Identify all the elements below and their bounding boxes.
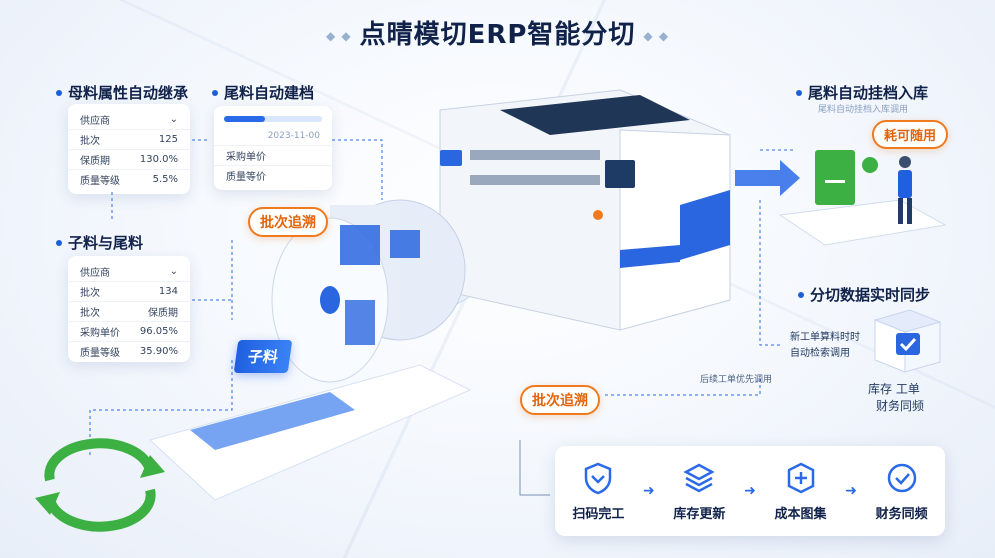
- worker-body: [898, 170, 912, 198]
- chevron-down-icon: ⌄: [169, 114, 178, 125]
- green-bag-icon: [815, 150, 855, 205]
- trace-badge-top: 批次追溯: [248, 207, 328, 237]
- control-panel-screen: [605, 160, 635, 188]
- material-roll: [271, 199, 466, 383]
- connector-line: [519, 440, 550, 496]
- plus-shield-icon: [787, 462, 814, 493]
- section-parent-inherit: 母料属性自动继承: [56, 82, 188, 103]
- bullet-icon: [212, 89, 218, 96]
- tail-warehouse-sub: 尾料自动挂档入库调用: [818, 105, 909, 115]
- finance-check-icon: [887, 463, 916, 492]
- arrow-right-icon: ➜: [744, 483, 756, 499]
- machine-logo: [440, 150, 462, 166]
- progress-bar: [224, 116, 322, 122]
- recycle-icon: [35, 438, 165, 532]
- bullet-icon: [56, 239, 62, 246]
- bullet-icon: [56, 89, 62, 96]
- child-material-badge: 子料: [233, 340, 293, 373]
- usable-badge: 耗可随用: [872, 120, 949, 149]
- check-circle-icon: [862, 157, 878, 173]
- process-flow-panel: 扫码完工 ➜ 库存更新 ➜ 成本图集 ➜ 财务同频: [555, 446, 945, 536]
- sync-output-1: 库存 工单: [868, 382, 920, 396]
- flow-step-cost: 成本图集: [775, 461, 827, 522]
- bullet-icon: [796, 89, 802, 96]
- bullet-icon: [798, 291, 804, 298]
- document-sheet: [149, 364, 472, 501]
- connector-line: [89, 360, 233, 455]
- section-child-tail: 子料与尾料: [56, 232, 143, 253]
- sync-line-2: 自动检索调用: [790, 348, 850, 359]
- page-title: ◆ ◆点晴模切ERP智能分切◆ ◆: [325, 20, 670, 50]
- tail-archive-card: 2023-11-00 采购单价 质量等价: [214, 106, 332, 190]
- flow-step-finance: 财务同频: [876, 461, 928, 522]
- priority-note: 后续工单优先调用: [700, 375, 773, 385]
- trace-badge-bottom: 批次追溯: [520, 385, 600, 415]
- flow-step-stock: 库存更新: [673, 461, 725, 522]
- warehouse-cart: [778, 150, 947, 246]
- layers-icon: [683, 463, 716, 492]
- connector-line: [605, 375, 761, 396]
- sync-line-1: 新工单算料时时: [790, 332, 860, 343]
- sync-cube-icon: [873, 309, 942, 373]
- status-light: [593, 210, 603, 220]
- sheet-chart-block: [190, 392, 355, 450]
- flow-step-scan: 扫码完工: [572, 461, 624, 522]
- arrow-right-icon: ➜: [845, 483, 857, 499]
- section-tail-warehouse: 尾料自动挂档入库: [796, 82, 928, 103]
- slitting-machine: [439, 89, 731, 331]
- shield-check-icon: [585, 462, 612, 494]
- arrow-right-icon: ➜: [643, 483, 655, 499]
- flow-arrow-icon: [735, 160, 800, 196]
- chevron-down-icon: ⌄: [169, 266, 178, 277]
- progress-fill: [224, 116, 266, 122]
- connector-line: [332, 139, 383, 200]
- section-realtime-sync: 分切数据实时同步: [798, 284, 930, 305]
- sync-output-2: 财务同频: [876, 399, 925, 413]
- connector-line: [759, 200, 780, 346]
- section-tail-archive: 尾料自动建档: [212, 82, 314, 103]
- worker-head: [899, 156, 911, 168]
